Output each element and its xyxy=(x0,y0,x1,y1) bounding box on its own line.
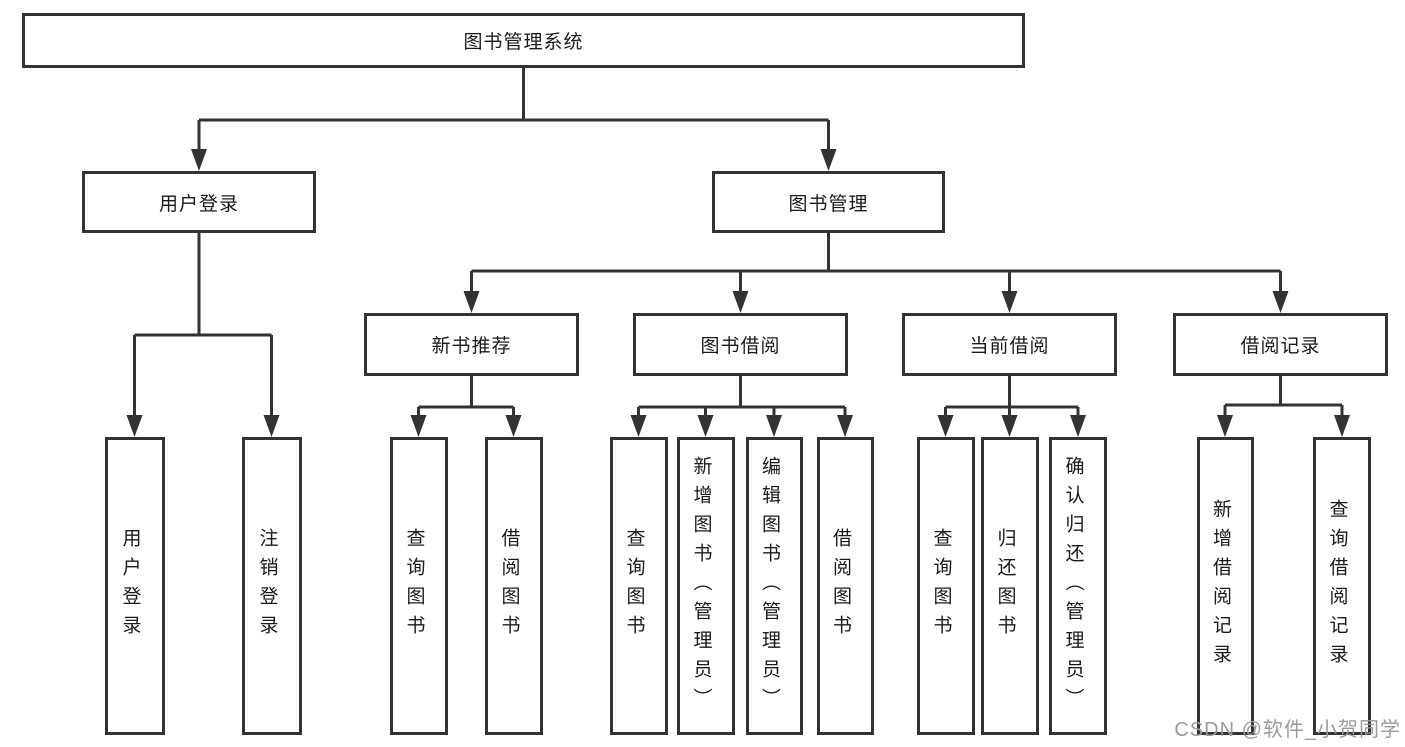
arrow-icon xyxy=(1070,415,1086,437)
connector-new-book xyxy=(417,376,515,432)
leaf-label: 注销登录 xyxy=(256,528,278,644)
arrow-icon xyxy=(410,415,427,437)
leaf-add-borrow-record: 新增借阅记录 xyxy=(1197,437,1254,735)
leaf-label: 归还图书 xyxy=(994,528,1016,644)
connector-record xyxy=(1223,376,1344,432)
node-current-borrowing: 当前借阅 xyxy=(902,313,1117,376)
leaf-confirm-return-admin: 确认归还（管理员） xyxy=(1049,437,1107,735)
connector-book-mgmt xyxy=(470,233,1282,308)
leaf-query-borrow-record: 查询借阅记录 xyxy=(1313,437,1371,735)
leaf-label: 借阅图书 xyxy=(830,528,851,644)
leaf-edit-books-admin: 编辑图书（管理员） xyxy=(746,437,803,735)
leaf-label: 新增借阅记录 xyxy=(1210,499,1231,673)
arrowheads xyxy=(126,149,1350,437)
leaf-user-login: 用户登录 xyxy=(105,437,165,735)
leaf-borrow-books-recommend: 借阅图书 xyxy=(485,437,543,735)
arrow-icon xyxy=(126,415,143,437)
node-library-system: 图书管理系统 xyxy=(22,13,1025,68)
leaf-query-books-recommend: 查询图书 xyxy=(390,437,448,735)
leaf-query-books-borrowing: 查询图书 xyxy=(610,437,668,735)
connector-borrowing xyxy=(637,376,847,432)
arrow-icon xyxy=(732,291,749,313)
arrow-icon xyxy=(1334,415,1350,437)
leaf-borrow-books-borrowing: 借阅图书 xyxy=(817,437,874,735)
arrow-icon xyxy=(837,415,853,437)
leaf-label: 用户登录 xyxy=(119,528,141,644)
arrow-icon xyxy=(937,415,954,437)
node-book-borrowing: 图书借阅 xyxy=(633,313,848,376)
leaf-label: 查询借阅记录 xyxy=(1326,499,1348,673)
node-book-management: 图书管理 xyxy=(712,171,945,233)
arrow-icon xyxy=(1001,415,1018,437)
node-new-book-recommend: 新书推荐 xyxy=(364,313,579,376)
leaf-logout: 注销登录 xyxy=(242,437,302,735)
leaf-label: 查询图书 xyxy=(403,528,425,644)
connector-paths xyxy=(133,68,1344,432)
leaf-query-books-current: 查询图书 xyxy=(917,437,975,735)
leaf-label: 查询图书 xyxy=(930,528,952,644)
arrow-icon xyxy=(505,415,522,437)
connector-root xyxy=(197,68,830,166)
arrow-icon xyxy=(463,291,480,313)
leaf-label: 新增图书（管理员） xyxy=(690,455,712,717)
leaf-label: 确认归还（管理员） xyxy=(1062,455,1084,717)
leaf-label: 借阅图书 xyxy=(498,528,520,644)
node-borrow-records: 借阅记录 xyxy=(1173,313,1388,376)
arrow-icon xyxy=(820,149,837,171)
leaf-add-books-admin: 新增图书（管理员） xyxy=(677,437,735,735)
arrow-icon xyxy=(766,415,782,437)
arrow-icon xyxy=(697,415,714,437)
csdn-watermark: CSDN @软件_小贺同学 xyxy=(1174,719,1401,741)
leaf-return-books: 归还图书 xyxy=(981,437,1039,735)
leaf-label: 查询图书 xyxy=(623,528,645,644)
arrow-icon xyxy=(1272,291,1289,313)
arrow-icon xyxy=(263,415,280,437)
arrow-icon xyxy=(1217,415,1233,437)
arrow-icon xyxy=(191,149,207,171)
leaf-label: 编辑图书（管理员） xyxy=(759,455,780,717)
arrow-icon xyxy=(630,415,647,437)
node-user-login: 用户登录 xyxy=(82,171,316,233)
arrow-icon xyxy=(1001,291,1018,313)
connector-user-login xyxy=(133,233,273,432)
